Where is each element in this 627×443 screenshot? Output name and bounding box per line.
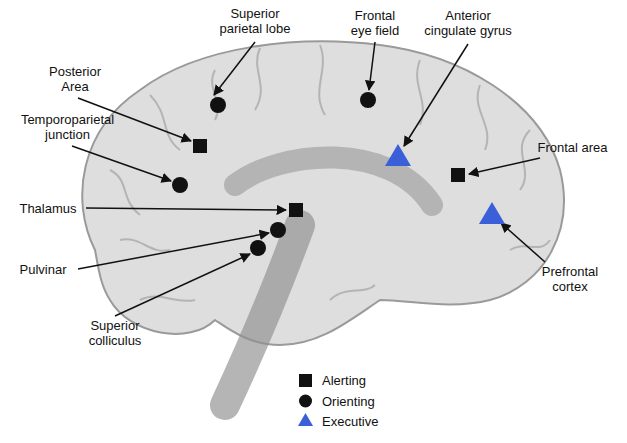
region-label: Frontal area [525, 140, 620, 155]
region-label: Prefrontal cortex [525, 264, 615, 294]
brainstem [225, 225, 300, 405]
region-label: Temporoparietal junction [10, 112, 125, 142]
legend-text: Executive [322, 414, 378, 429]
region-label: Anterior cingulate gyrus [418, 8, 518, 38]
region-label: Thalamus [12, 201, 84, 216]
legend-text: Alerting [322, 373, 366, 388]
region-label: Posterior Area [40, 64, 110, 94]
legend-text: Orienting [322, 394, 375, 409]
region-label: Superior colliculus [70, 318, 160, 348]
brain-outline [82, 41, 564, 345]
gyri [110, 45, 550, 301]
leader-lines [72, 42, 545, 316]
legend-symbols [298, 374, 313, 426]
region-label: Frontal eye field [345, 8, 405, 38]
region-label: Pulvinar [10, 262, 76, 277]
region-label: Superior parietal lobe [210, 6, 300, 36]
markers [172, 92, 505, 256]
